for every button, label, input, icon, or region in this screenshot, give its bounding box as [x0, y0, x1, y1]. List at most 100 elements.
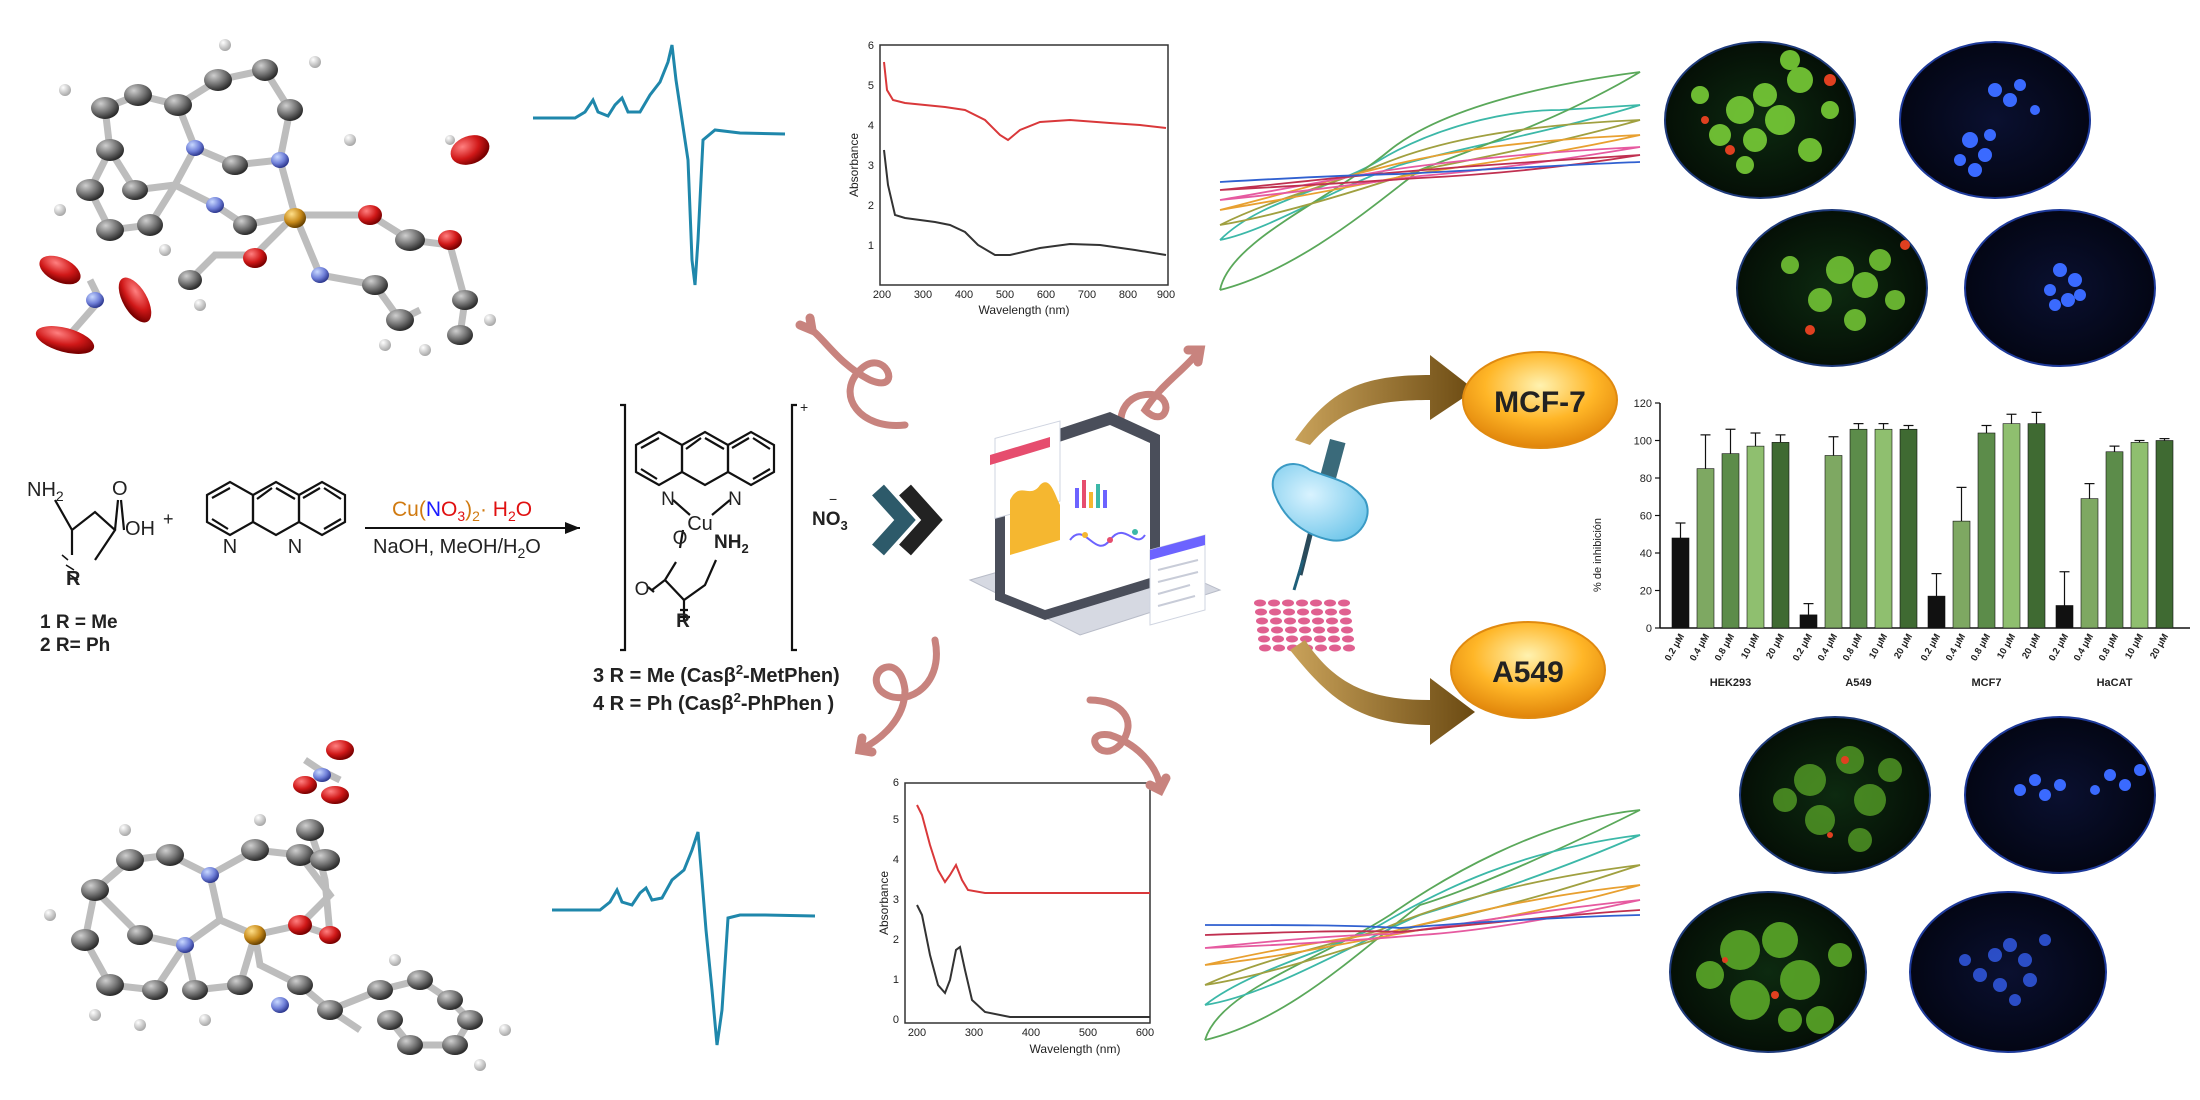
uv-top-xtick: 700 — [1078, 289, 1096, 301]
chart-bar — [1977, 432, 1996, 629]
complex-charge: + — [800, 399, 808, 415]
chart-bar — [2155, 440, 2174, 629]
crystal-structure-bottom — [44, 740, 511, 1071]
well — [1286, 635, 1298, 643]
well — [1324, 599, 1336, 607]
well — [1283, 608, 1295, 616]
uv-top-xtick: 200 — [873, 289, 891, 301]
chart-dose-label: 20 μM — [1764, 632, 1787, 661]
arrow-to-a549 — [1290, 640, 1475, 745]
well — [1257, 626, 1269, 634]
well — [1311, 608, 1323, 616]
well — [1284, 617, 1296, 625]
uv-top-xtick: 800 — [1119, 289, 1137, 301]
complex-o-carbonyl: O — [635, 579, 650, 600]
uv-bottom-xtick: 600 — [1136, 1027, 1154, 1039]
chart-dose-label: 20 μM — [2020, 632, 2043, 661]
uv-top-xlabel: Wavelength (nm) — [979, 303, 1070, 317]
compound-label-2: 2 R= Ph — [40, 635, 110, 656]
uv-bottom-ytick: 5 — [893, 814, 899, 826]
well — [1312, 617, 1324, 625]
well — [1269, 608, 1281, 616]
amino-acid-r: R — [66, 568, 81, 590]
chart-dose-label: 0.2 μM — [2047, 632, 2071, 663]
uv-bottom-ytick: 4 — [893, 854, 899, 866]
well — [1341, 626, 1353, 634]
bar-chart-icon — [1075, 480, 1107, 508]
chart-bar — [2105, 451, 2124, 629]
uv-bottom-ytick: 3 — [893, 894, 899, 906]
well — [1338, 599, 1350, 607]
microscopy-blue-3 — [1964, 716, 2156, 874]
well — [1313, 626, 1325, 634]
microscopy-blue-2 — [1964, 209, 2156, 367]
curved-arrows — [795, 313, 1206, 797]
microscopy-blue-1 — [1899, 41, 2091, 199]
phenanthroline-structure — [205, 480, 347, 537]
chart-dose-label: 0.4 μM — [1688, 632, 1712, 663]
chart-dose-label: 0.2 μM — [1919, 632, 1943, 663]
laptop-icon — [968, 412, 1222, 636]
well — [1329, 644, 1341, 652]
uv-spectrum-top: 1 2 3 4 5 6 200 300 400 500 600 700 800 … — [847, 40, 1175, 317]
chart-bar — [1696, 468, 1715, 629]
chart-dose-label: 0.8 μM — [1713, 632, 1737, 663]
chart-ytick: 80 — [1640, 473, 1652, 485]
microscopy-images — [1664, 41, 2156, 1053]
chart-dose-label: 0.2 μM — [1791, 632, 1815, 663]
well — [1328, 635, 1340, 643]
well — [1342, 635, 1354, 643]
uv-bottom-xtick: 300 — [965, 1027, 983, 1039]
plus-sign: + — [163, 509, 174, 529]
chart-bar — [1849, 428, 1868, 629]
epr-spectrum-bottom — [552, 831, 816, 1046]
chart-group-label: HEK293 — [1710, 677, 1752, 689]
chart-group-label: MCF7 — [1972, 677, 2002, 689]
uv-bottom-ylabel: Absorbance — [877, 871, 891, 935]
well — [1298, 617, 1310, 625]
complex-label-4: 4 R = Ph (Casβ2-PhPhen ) — [593, 690, 834, 715]
complex-nh2: NH2 — [714, 532, 749, 556]
phen-n-right: N — [288, 536, 302, 558]
counterion: NO3 — [812, 509, 848, 533]
chart-ytick: 20 — [1640, 586, 1652, 598]
well — [1339, 608, 1351, 616]
uv-top-xtick: 400 — [955, 289, 973, 301]
uv-top-ytick: 3 — [868, 160, 874, 172]
chart-dose-label: 10 μM — [2123, 632, 2146, 661]
complex-cu: Cu — [687, 513, 713, 535]
complex-label-3: 3 R = Me (Casβ2-MetPhen) — [593, 662, 840, 687]
uv-bottom-xlabel: Wavelength (nm) — [1030, 1042, 1121, 1056]
chart-group-label: HaCAT — [2097, 677, 2133, 689]
well — [1270, 617, 1282, 625]
chart-bar — [1799, 614, 1818, 629]
uv-top-ytick: 2 — [868, 200, 874, 212]
arrow-to-mcf7 — [1295, 355, 1475, 445]
reagent-formula: Cu(NO3)2· H2O — [392, 498, 532, 524]
well — [1315, 644, 1327, 652]
well — [1310, 599, 1322, 607]
well — [1314, 635, 1326, 643]
epr-spectrum-top — [533, 44, 786, 286]
chart-dose-label: 10 μM — [1739, 632, 1762, 661]
uv-bottom-xtick: 500 — [1079, 1027, 1097, 1039]
phen-n-left: N — [223, 536, 237, 558]
chevron-icon — [872, 484, 943, 556]
uv-bottom-ytick: 2 — [893, 934, 899, 946]
well — [1300, 635, 1312, 643]
uv-top-ytick: 5 — [868, 80, 874, 92]
chart-bar — [1671, 537, 1690, 629]
chart-bar — [1927, 595, 1946, 629]
chart-ytick: 100 — [1634, 436, 1652, 448]
pipette-icon — [1271, 438, 1369, 591]
compound-label-1: 1 R = Me — [40, 612, 118, 633]
amino-acid-structure — [54, 499, 126, 581]
uv-top-xtick: 500 — [996, 289, 1014, 301]
chart-dose-label: 0.8 μM — [2097, 632, 2121, 663]
uv-bottom-ytick: 0 — [893, 1014, 899, 1026]
microscopy-green-2 — [1736, 209, 1928, 367]
well — [1327, 626, 1339, 634]
complex-o-bridge: O — [673, 528, 688, 549]
chart-bar — [1952, 520, 1971, 629]
